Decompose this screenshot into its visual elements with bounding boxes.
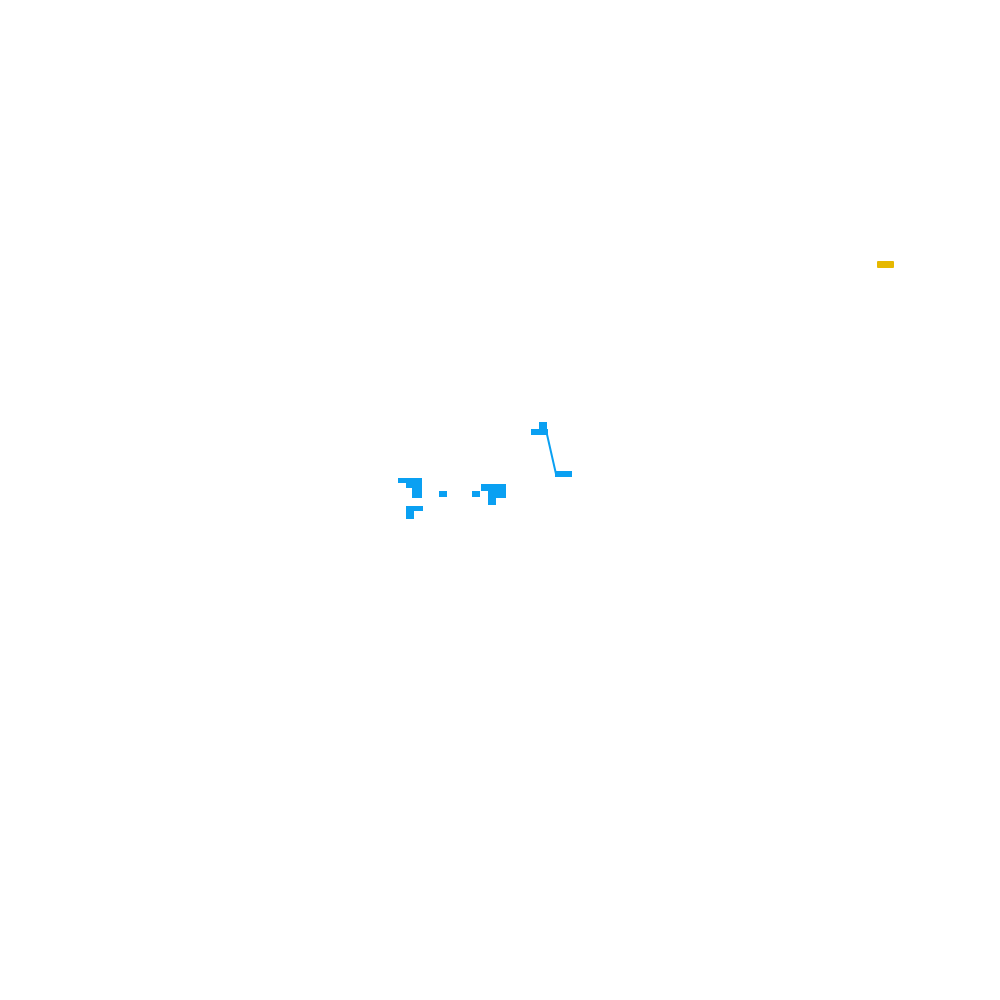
line-figure	[531, 422, 572, 477]
yellow-marker	[877, 261, 894, 268]
pixel-dot	[439, 491, 447, 497]
pixel-cluster-right	[472, 484, 506, 505]
pixel-cluster-left	[398, 478, 423, 519]
